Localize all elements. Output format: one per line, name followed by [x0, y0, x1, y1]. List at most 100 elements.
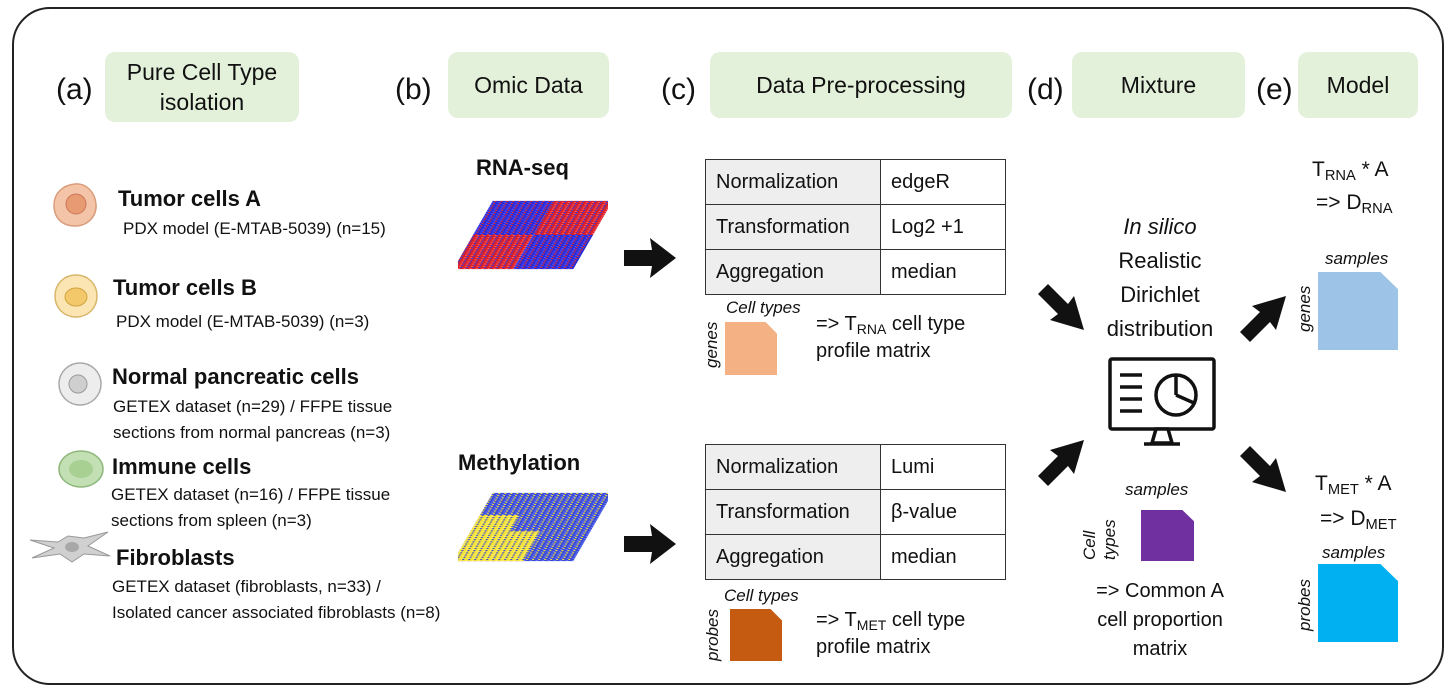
step-b-box: Omic Data	[448, 52, 609, 118]
table-cell: Aggregation	[705, 249, 881, 295]
step-a-label-line2: isolation	[159, 89, 245, 115]
arrow-up-right-icon	[1240, 296, 1286, 342]
table-row: Transformation β-value	[705, 489, 1006, 535]
met-matrix-top-label: Cell types	[724, 586, 799, 605]
step-e-box: Model	[1298, 52, 1418, 118]
step-d-letter: (d)	[1027, 73, 1064, 106]
mixture-output-line3: matrix	[1132, 638, 1188, 660]
rna-preprocessing-table: Normalization edgeR Transformation Log2 …	[705, 159, 1006, 295]
table-cell: β-value	[880, 489, 1006, 535]
formula-t: T	[1312, 158, 1325, 181]
normal-pancreatic-cells-desc2: sections from normal pancreas (n=3)	[113, 423, 391, 442]
arrow-up-right-icon	[1038, 440, 1084, 486]
formula-d: => D	[1316, 191, 1362, 214]
caption-suffix: cell type	[886, 609, 966, 631]
immune-cell-icon	[58, 450, 104, 488]
diagram-frame	[12, 7, 1444, 685]
immune-cells-name: Immune cells	[112, 454, 252, 479]
met-matrix-caption-line1: => TMET cell type	[816, 606, 965, 639]
model-met-side-label: probes	[1295, 579, 1314, 631]
formula-d-sub: RNA	[1361, 201, 1393, 217]
step-b-label: Omic Data	[474, 72, 583, 98]
step-a-letter: (a)	[56, 73, 93, 106]
mixture-line2: Realistic	[1118, 248, 1202, 273]
table-cell: Lumi	[880, 444, 1006, 490]
mixture-matrix-side-label2: types	[1100, 519, 1119, 560]
mixture-matrix-side-label1: Cell	[1080, 530, 1099, 560]
table-row: Transformation Log2 +1	[705, 204, 1006, 250]
step-a-box: Pure Cell Type isolation	[105, 52, 299, 122]
rna-matrix-caption-line2: profile matrix	[816, 340, 931, 362]
tumor-cells-b-name: Tumor cells B	[113, 275, 257, 300]
step-d-label: Mixture	[1120, 72, 1197, 98]
model-met-result: => DMET	[1320, 505, 1397, 539]
normal-pancreatic-cell-icon	[58, 362, 102, 406]
methylation-heatmap	[458, 492, 608, 562]
step-c-label: Data Pre-processing	[756, 72, 966, 98]
step-a-label-line1: Pure Cell Type	[126, 59, 278, 85]
table-cell: Log2 +1	[880, 204, 1006, 250]
mixture-output-caption: => Common A cell proportion matrix	[1070, 577, 1250, 664]
formula-t-sub: RNA	[1324, 168, 1356, 184]
table-row: Normalization Lumi	[705, 444, 1006, 490]
tumor-cell-a-icon	[53, 183, 97, 227]
model-rna-top-label: samples	[1325, 249, 1389, 268]
mixture-italic: In silico	[1123, 214, 1197, 239]
model-rna-side-label: genes	[1295, 285, 1314, 332]
table-row: Aggregation median	[705, 249, 1006, 295]
normal-pancreatic-cells-desc1: GETEX dataset (n=29) / FFPE tissue	[113, 397, 393, 416]
immune-cells-desc1: GETEX dataset (n=16) / FFPE tissue	[111, 485, 391, 504]
rna-cell-type-matrix	[725, 322, 777, 375]
formula-t-suffix: * A	[1355, 158, 1389, 181]
methylation-title: Methylation	[458, 450, 581, 475]
table-cell: Normalization	[705, 159, 881, 205]
table-cell: median	[880, 534, 1006, 580]
met-matrix-caption-line2: profile matrix	[816, 636, 931, 658]
mixture-matrix-top-label: samples	[1125, 480, 1189, 499]
rna-matrix-top-label: Cell types	[726, 298, 801, 317]
arrow-right-icon	[624, 524, 676, 564]
step-e-letter: (e)	[1256, 73, 1293, 106]
formula-d: => D	[1320, 507, 1366, 530]
rna-seq-heatmap	[458, 200, 608, 270]
mixture-line4: distribution	[1106, 316, 1214, 341]
model-rna-matrix	[1318, 272, 1398, 350]
rna-matrix-caption-line1: => TRNA cell type	[816, 310, 965, 343]
model-rna-result: => DRNA	[1316, 189, 1393, 223]
caption-subscript: MET	[856, 617, 887, 633]
arrow-right-icon	[624, 238, 676, 278]
model-met-matrix	[1318, 564, 1398, 642]
table-row: Aggregation median	[705, 534, 1006, 580]
monitor-pie-chart-icon	[1108, 357, 1216, 446]
table-cell: Transformation	[705, 489, 881, 535]
cell-proportion-matrix	[1141, 510, 1194, 561]
tumor-cells-a-desc: PDX model (E-MTAB-5039) (n=15)	[123, 219, 386, 238]
table-cell: Normalization	[705, 444, 881, 490]
mixture-output-line1: => Common A	[1096, 580, 1224, 602]
table-cell: Aggregation	[705, 534, 881, 580]
arrow-down-right-icon	[1038, 284, 1084, 330]
tumor-cell-b-icon	[54, 274, 98, 318]
table-cell: edgeR	[880, 159, 1006, 205]
tumor-cells-a-name: Tumor cells A	[118, 186, 262, 211]
mixture-line3: Dirichlet	[1120, 282, 1200, 307]
step-c-box: Data Pre-processing	[710, 52, 1012, 118]
formula-t-sub: MET	[1327, 482, 1359, 498]
methylation-preprocessing-table: Normalization Lumi Transformation β-valu…	[705, 444, 1006, 580]
met-cell-type-matrix	[730, 609, 782, 661]
model-rna-formula: TRNA * A	[1312, 156, 1389, 190]
table-cell: Transformation	[705, 204, 881, 250]
table-row: Normalization edgeR	[705, 159, 1006, 205]
step-b-letter: (b)	[395, 73, 432, 106]
caption-prefix: => T	[816, 313, 857, 335]
caption-subscript: RNA	[856, 321, 887, 337]
met-matrix-side-label: probes	[703, 609, 722, 661]
step-d-box: Mixture	[1072, 52, 1245, 118]
rna-seq-title: RNA-seq	[476, 155, 569, 180]
table-cell: median	[880, 249, 1006, 295]
caption-prefix: => T	[816, 609, 857, 631]
normal-pancreatic-cells-name: Normal pancreatic cells	[112, 364, 360, 389]
step-e-label: Model	[1326, 72, 1390, 98]
arrow-down-right-icon	[1240, 446, 1286, 492]
immune-cells-desc2: sections from spleen (n=3)	[111, 511, 312, 530]
